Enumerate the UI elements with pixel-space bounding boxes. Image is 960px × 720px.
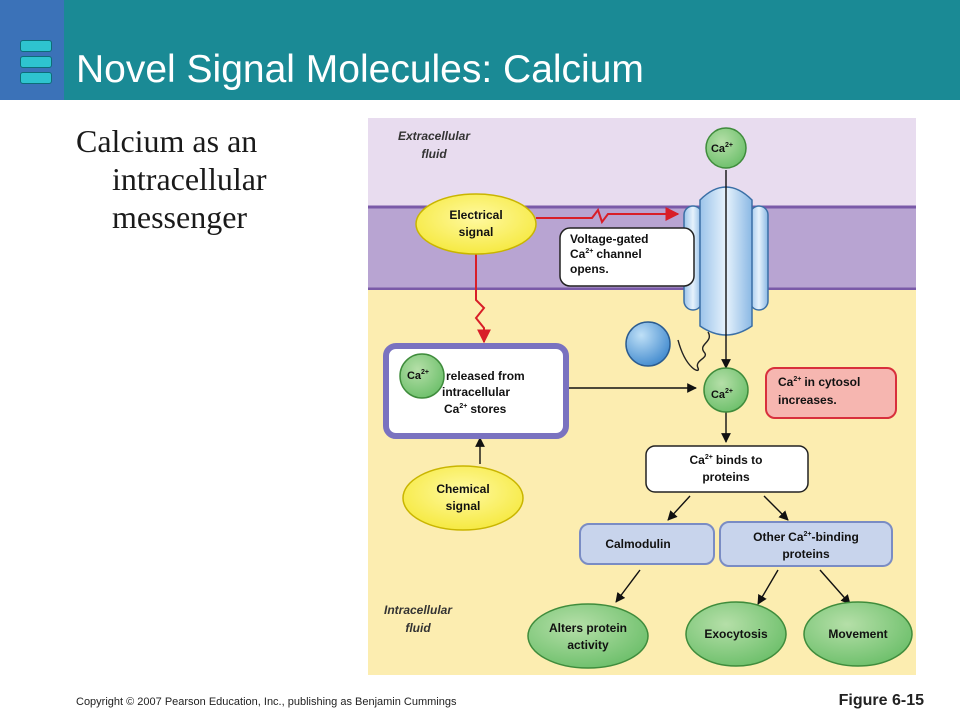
binds-proteins-label: proteins [702, 470, 750, 484]
calcium-ion [705, 127, 747, 169]
movement-node [803, 601, 913, 667]
other-binding-proteins-box [719, 521, 893, 567]
channel-opens-box [559, 227, 695, 287]
binds-proteins-box [645, 445, 809, 493]
slide-title: Novel Signal Molecules: Calcium [76, 48, 644, 91]
calcium-ion-label: Ca2+ [711, 142, 733, 155]
stores-label: Ca2+stores [444, 402, 507, 416]
electrical-signal-label: signal [459, 225, 494, 239]
electrical-signal-path [536, 207, 680, 225]
cytosol-increase-box [765, 367, 897, 419]
cytosol-increase-label: Ca2+in cytosol [778, 375, 860, 389]
channel-opens-label: Ca2+channel [570, 247, 642, 261]
other-binding-label: proteins [782, 547, 830, 561]
extracellular-region [368, 118, 916, 208]
channel-opens-label: Voltage-gated [570, 232, 648, 246]
electrical-signal-label: Electrical [449, 208, 502, 222]
binds-proteins-label: Ca2+binds to [690, 453, 763, 467]
calcium-signaling-diagram: Extracellular fluid Intracellular fluid … [368, 118, 916, 675]
alters-activity-label: activity [567, 638, 609, 652]
calcium-ion-label: Ca2+ [711, 388, 733, 401]
channel-gate-ball [625, 321, 671, 367]
subtitle-line: Calcium as an [76, 123, 258, 159]
calcium-ion-label: Ca2+ [407, 369, 429, 382]
channel-opens-label: opens. [570, 262, 609, 276]
menu-bar-icon [20, 56, 52, 68]
extracellular-label: fluid [421, 147, 447, 161]
exocytosis-label: Exocytosis [704, 627, 768, 641]
alters-activity-node [527, 603, 649, 669]
copyright-notice: Copyright © 2007 Pearson Education, Inc.… [76, 696, 457, 708]
chemical-signal-label: signal [446, 499, 481, 513]
extracellular-label: Extracellular [398, 129, 471, 143]
subtitle-line: intracellular [112, 161, 267, 197]
stores-label: released from [446, 369, 525, 383]
menu-bar-icon [20, 72, 52, 84]
calcium-ion [703, 367, 749, 413]
alters-activity-label: Alters protein [549, 621, 627, 635]
menu-bar-icon [20, 40, 52, 52]
intracellular-label: Intracellular [384, 603, 453, 617]
exocytosis-node [685, 601, 787, 667]
movement-label: Movement [828, 627, 887, 641]
chemical-signal-label: Chemical [436, 482, 489, 496]
calcium-ion [399, 353, 445, 399]
header-bar: Novel Signal Molecules: Calcium [0, 0, 960, 100]
calmodulin-label: Calmodulin [605, 537, 670, 551]
cytosol-increase-label: increases. [778, 393, 837, 407]
slide-subtitle: Calcium as an intracellular messenger [76, 122, 267, 236]
electrical-signal-node [415, 193, 537, 255]
stores-label: intracellular [442, 385, 510, 399]
figure-number: Figure 6-15 [838, 692, 924, 709]
calmodulin-box [579, 523, 715, 565]
electrical-signal-path [474, 252, 491, 344]
subtitle-line: messenger [112, 199, 248, 235]
chemical-signal-node [402, 465, 524, 531]
intracellular-label: fluid [405, 621, 431, 635]
